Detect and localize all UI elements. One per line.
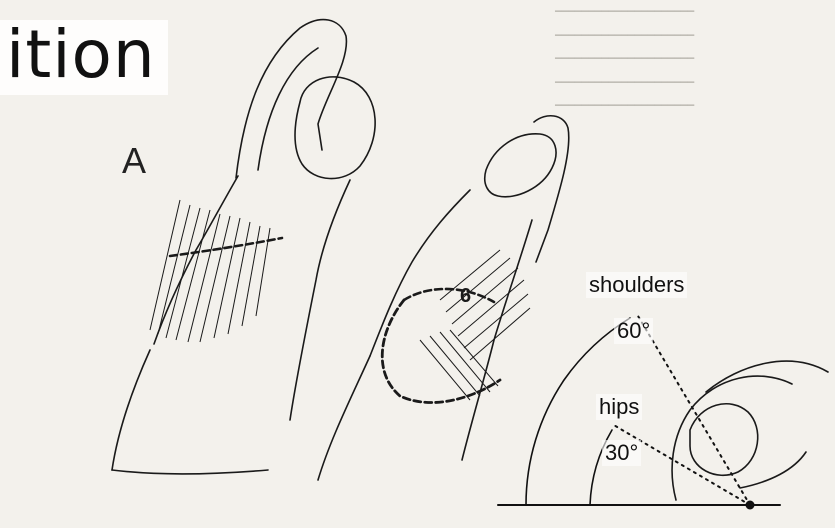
panel-label: A (122, 140, 146, 182)
background-text-column: ───────────────────── ──────────────────… (548, 0, 694, 118)
label-upper-angle: 60° (614, 318, 653, 344)
pivot-point (746, 501, 754, 509)
label-lower-angle: 30° (602, 440, 641, 466)
page-title: ition (0, 20, 168, 95)
label-hips: hips (596, 394, 642, 420)
label-shoulders: shoulders (586, 272, 687, 298)
marker-number: 6 (460, 285, 471, 307)
